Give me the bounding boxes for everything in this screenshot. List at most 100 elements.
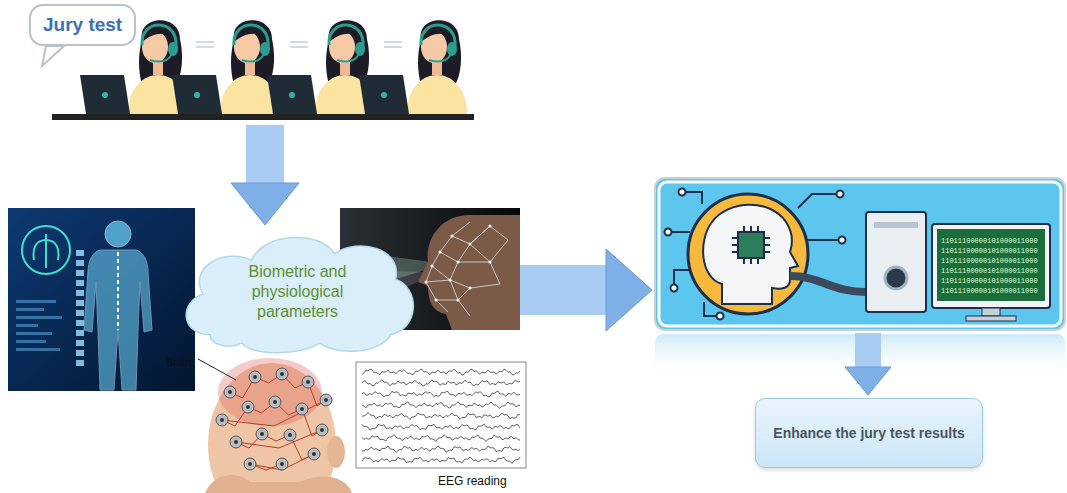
spine [76,340,84,346]
eeg-trace [362,457,520,463]
spine [76,320,84,326]
eeg-trace [362,402,520,409]
electrode [296,403,308,415]
electrode-cup [224,386,236,398]
ribcage-icon [22,226,70,274]
body-figure [105,221,131,247]
eeg-trace [362,424,520,430]
electrode-cup [249,371,261,383]
circuit-dots [665,229,672,236]
jury-members [359,20,467,114]
circuit-dots [717,313,724,320]
electrode-cup [276,368,288,380]
head-icon-ring [688,194,808,314]
electrode-cup [284,429,296,441]
eeg-trace [362,391,520,397]
ai-panel-art [655,178,1065,330]
eeg-chart [356,362,526,468]
cable [790,276,866,292]
face-mesh [452,226,508,262]
body-scan-photo [8,208,195,391]
spine [76,330,84,336]
electrode [244,458,256,470]
eeg-head [327,436,345,468]
spine [76,350,84,356]
mesh-dots [451,235,454,238]
speech-bubble-text: Jury test [29,4,136,46]
electrode-center [248,462,252,466]
jury-panel: Jury test [25,0,475,122]
body-scan-photo [8,208,195,391]
electrode-cup [296,403,308,415]
mesh-dots [457,261,460,264]
computer-tower [874,222,918,228]
electrode-center [288,433,292,437]
electrode [216,414,228,426]
eeg-trace [362,435,520,442]
eeg-trace [362,369,520,463]
code-lines [16,340,46,343]
circuit-lines [806,239,842,241]
code-lines [16,324,38,327]
electrode [242,401,254,413]
mesh-dots [489,225,492,228]
chip [732,226,770,264]
parameter-cloud: Biometric and physiological parameters [176,228,420,356]
eeg-trace [362,369,520,375]
spine [76,270,84,276]
speech-bubble-tail [42,46,64,66]
face-mesh [450,226,490,316]
spine [76,360,84,366]
electrode-center [260,432,264,436]
electrode-cup [320,394,332,406]
dash-marks [384,41,402,43]
chip [738,232,764,258]
part-label: Brain [166,356,192,368]
electrode [308,448,320,460]
dash-marks [196,46,214,48]
jury-members [267,20,375,114]
electrode [230,436,242,448]
mesh-dots [435,299,438,302]
electrode-cup [269,396,281,408]
eeg-trace [362,446,520,453]
electrode-cup [256,428,268,440]
label-anchor: Brain [166,352,192,370]
cloud-outline [186,237,413,352]
eeg-head [205,475,352,493]
mesh-dots [449,279,452,282]
mesh-dots [469,287,472,290]
chip [732,226,770,264]
electrode [276,458,288,470]
leader-line [198,359,236,380]
eeg-chart [356,362,526,468]
monitor [932,224,1050,321]
dash-marks [290,46,308,48]
electrode-cup [230,436,242,448]
ribcage-icon [22,226,70,274]
mesh-dots [489,261,492,264]
face-scan-photo [418,215,520,330]
code-lines [16,300,62,351]
electrode-center [280,372,284,376]
electrode-center [253,375,257,379]
ai-computer-panel: 11011100000101000011000 1101110000010100… [655,178,1065,330]
circuit-dots [839,237,846,244]
electrode [224,386,236,398]
mesh-dots [431,265,434,268]
electrode-center [324,398,328,402]
mesh-dots [425,281,428,284]
code-lines [16,348,60,351]
speech-bubble-tail [42,46,64,66]
arrow-head [231,183,299,225]
ribcage-icon [34,234,59,268]
image-caption: EEG reading [438,474,507,488]
monitor [937,229,1045,301]
face-mesh [440,252,500,288]
circuit-dots [665,189,846,320]
spine [76,250,84,366]
electrode-cup [308,448,320,460]
result-box: Enhance the jury test results [755,398,982,468]
electrode-center [300,407,304,411]
computer-tower [866,212,926,312]
